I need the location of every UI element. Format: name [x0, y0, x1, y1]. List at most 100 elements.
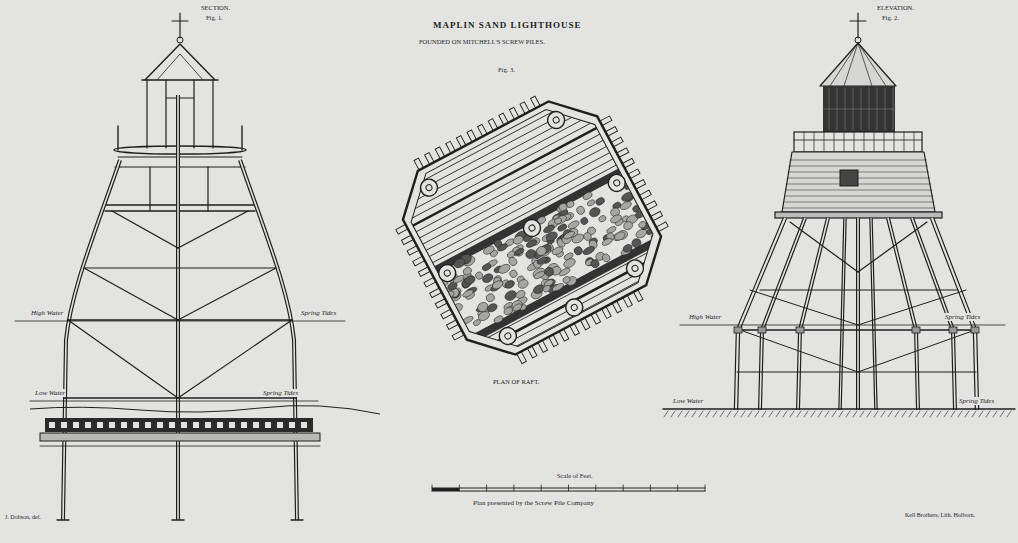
brace: [68, 319, 292, 321]
pile-position: [563, 296, 586, 319]
lantern: [823, 86, 895, 132]
pile-bore: [177, 95, 179, 520]
sand-hatch: [692, 411, 696, 417]
brace: [790, 222, 858, 272]
pile-position: [631, 264, 639, 272]
scale-bar: [432, 485, 705, 491]
gallery-rail: [241, 126, 242, 150]
pile-position: [545, 109, 568, 132]
scale-tick: [677, 485, 678, 491]
plank: [411, 131, 605, 234]
sand-hatch: [713, 411, 717, 417]
ballast-stone: [601, 237, 613, 247]
plank: [391, 94, 585, 197]
pile-bore: [857, 218, 859, 410]
weathervane: [857, 13, 858, 38]
lantern-post: [165, 80, 166, 148]
ballast-stone: [481, 262, 492, 272]
sand-hatch: [804, 411, 808, 417]
sand-hatch: [755, 411, 759, 417]
view-name: PLAN OF RAFT.: [492, 378, 540, 385]
raft-check: [229, 422, 235, 428]
ballast-stone: [460, 315, 474, 326]
brace: [760, 289, 958, 290]
sand-hatch: [734, 411, 738, 417]
ballast-stone: [512, 234, 525, 246]
sand-hatch: [664, 411, 668, 417]
sand-hatch: [1007, 411, 1011, 417]
low-water-line: [663, 408, 1015, 409]
roof-rib: [858, 43, 872, 86]
ballast-stone: [525, 238, 538, 249]
rail-post: [854, 132, 855, 152]
sand-hatch: [993, 411, 997, 417]
roof-rib: [858, 43, 886, 86]
rail-post: [904, 132, 905, 152]
tide-label: Low Water: [672, 397, 704, 405]
raft-check: [49, 422, 55, 428]
pile-position: [496, 324, 519, 347]
sand-hatch: [699, 411, 703, 417]
plank: [404, 119, 598, 222]
pile-position: [605, 171, 628, 194]
weatherboard: [784, 202, 935, 203]
sand-hatch: [727, 411, 731, 417]
tide-label: Spring Tides: [944, 313, 981, 321]
pile-collar: [734, 327, 742, 333]
platform: [775, 212, 942, 218]
raft-check: [61, 422, 67, 428]
ballast-stone: [503, 279, 515, 290]
beam: [408, 125, 602, 228]
rail-post: [874, 132, 875, 152]
rail-post: [884, 132, 885, 152]
ballast-stone: [477, 310, 491, 323]
keeper-house: [782, 152, 935, 212]
sand-hatch: [783, 411, 787, 417]
pile-position: [613, 179, 621, 187]
title: MAPLIN SAND LIGHTHOUSE: [432, 20, 583, 30]
ballast-stone: [582, 191, 594, 201]
screw-blade: [172, 519, 184, 520]
high-water-line: [15, 321, 345, 322]
pile-collar: [971, 327, 979, 333]
sand-hatch: [958, 411, 962, 417]
rail-bar: [794, 140, 922, 141]
sand-hatch: [853, 411, 857, 417]
pile-position: [504, 332, 512, 340]
ballast-stone: [543, 266, 555, 278]
raft-check: [73, 422, 79, 428]
roof-rib: [844, 43, 858, 86]
sand-hatch: [902, 411, 906, 417]
view-name: SECTION.: [200, 4, 231, 11]
brace: [858, 222, 927, 272]
ballast-stone: [474, 271, 484, 281]
pile-position: [624, 257, 647, 280]
plank: [480, 262, 674, 365]
ballast-stone: [590, 258, 601, 269]
brace: [737, 371, 976, 372]
sand-hatch: [874, 411, 878, 417]
rail-post: [844, 132, 845, 152]
low-water-line: [30, 401, 318, 402]
ballast-stone: [588, 206, 602, 219]
scale-tick: [705, 485, 706, 491]
sand-hatch: [790, 411, 794, 417]
raft-check: [181, 422, 187, 428]
raft-plan: [371, 70, 693, 387]
ballast-stone: [512, 303, 523, 313]
sand-hatch: [720, 411, 724, 417]
sand-hatch: [1000, 411, 1004, 417]
weathervane: [179, 13, 180, 38]
pile-tube: [176, 95, 180, 520]
sand-hatch: [909, 411, 913, 417]
pile-position: [436, 262, 459, 285]
sand-hatch: [671, 411, 675, 417]
brace: [750, 290, 858, 325]
pile-position: [521, 217, 544, 240]
lantern-glazing: [823, 109, 895, 110]
ballast-stone: [598, 214, 607, 223]
sand-hatch: [762, 411, 766, 417]
scale-tick: [568, 485, 569, 491]
plank: [398, 107, 592, 210]
credit-note: Kell Brothers, Lith. Holborn.: [904, 512, 976, 519]
